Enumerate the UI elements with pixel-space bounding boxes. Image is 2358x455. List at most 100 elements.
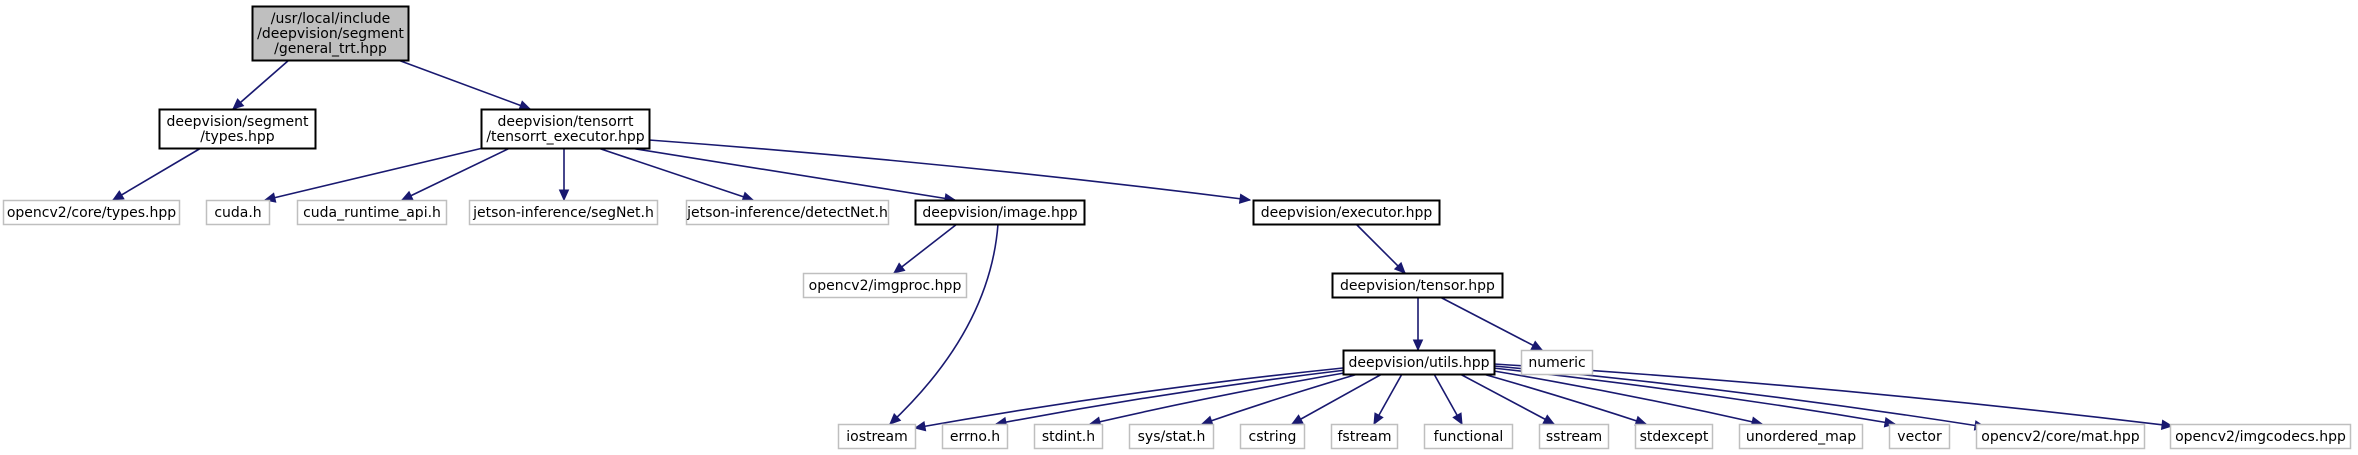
node-executor-hpp[interactable]: deepvision/executor.hpp <box>1252 199 1441 226</box>
node-box <box>158 108 317 150</box>
node-box <box>1888 423 1951 450</box>
edge-line <box>1089 371 1351 425</box>
edge-tensorrt_executor-to-cuda_h <box>263 147 484 203</box>
node-imgcodecs: opencv2/imgcodecs.hpp <box>2169 423 2352 450</box>
node-box <box>1330 423 1399 450</box>
arrowhead <box>1373 412 1384 426</box>
edge-line <box>1475 371 1647 425</box>
arrowhead <box>1452 412 1463 426</box>
node-label-line: /tensorrt_executor.hpp <box>486 129 644 145</box>
node-label-line: stdexcept <box>1640 429 1709 445</box>
arrowhead <box>1238 193 1252 204</box>
edge-tensor_hpp-to-utils_hpp <box>1412 297 1424 352</box>
edge-line <box>397 59 531 110</box>
node-image-hpp[interactable]: deepvision/image.hpp <box>914 199 1086 226</box>
edge-line <box>893 223 958 274</box>
node-vector: vector <box>1888 423 1951 450</box>
arrowhead <box>1542 414 1556 425</box>
node-opencv-core-types: opencv2/core/types.hpp <box>2 199 181 226</box>
node-box <box>1239 423 1306 450</box>
edge-line <box>232 59 290 110</box>
edge-segment_types-to-opencv_core_types <box>111 147 202 201</box>
node-detectnet: jetson-inference/detectNet.h <box>685 199 890 226</box>
arrowhead <box>1393 261 1406 274</box>
node-cuda-runtime-api: cuda_runtime_api.h <box>296 199 448 226</box>
node-box <box>480 108 651 150</box>
edge-utils_hpp-to-errno_h <box>994 369 1347 428</box>
node-box <box>1331 272 1504 299</box>
node-box <box>1738 423 1864 450</box>
node-iostream: iostream <box>837 423 917 450</box>
arrowhead <box>1290 414 1304 425</box>
node-label-line: cstring <box>1249 429 1297 445</box>
edge-utils_hpp-to-imgcodecs <box>1493 363 2174 430</box>
node-utils-hpp[interactable]: deepvision/utils.hpp <box>1342 349 1496 376</box>
arrowhead <box>913 420 927 432</box>
node-label-line: deepvision/image.hpp <box>922 205 1077 221</box>
node-box <box>837 423 917 450</box>
edge-line <box>1492 367 1896 425</box>
node-box <box>1538 423 1610 450</box>
node-label-line: vector <box>1897 429 1942 445</box>
node-label-line: fstream <box>1338 429 1392 445</box>
node-label-line: deepvision/utils.hpp <box>1348 355 1489 371</box>
edge-line <box>629 147 956 201</box>
edge-general_trt-to-segment_types <box>232 59 290 110</box>
edge-line <box>914 367 1344 429</box>
node-tensorrt-executor[interactable]: deepvision/tensorrt/tensorrt_executor.hp… <box>480 108 651 150</box>
arrowhead <box>889 412 902 425</box>
node-box <box>1128 423 1215 450</box>
edge-line <box>995 369 1347 425</box>
node-numeric: numeric <box>1520 349 1594 376</box>
arrowhead <box>111 190 125 201</box>
node-box <box>914 199 1086 226</box>
edge-utils_hpp-to-iostream <box>913 367 1344 432</box>
node-label-line: jetson-inference/detectNet.h <box>686 205 888 221</box>
node-label-line: opencv2/core/types.hpp <box>7 205 176 221</box>
node-label-line: cuda.h <box>214 205 261 221</box>
node-segment-types[interactable]: deepvision/segment/types.hpp <box>158 108 317 150</box>
node-stdint-h: stdint.h <box>1033 423 1104 450</box>
node-box <box>941 423 1009 450</box>
node-label-line: deepvision/executor.hpp <box>1261 205 1433 221</box>
node-label-line: numeric <box>1528 355 1585 371</box>
node-box <box>1634 423 1714 450</box>
node-label-line: deepvision/tensor.hpp <box>1340 278 1495 294</box>
node-cstring: cstring <box>1239 423 1306 450</box>
node-box <box>251 5 410 62</box>
nodes-layer: /usr/local/include/deepvision/segment/ge… <box>2 5 2352 450</box>
arrowhead <box>518 100 532 111</box>
edge-utils_hpp-to-cstring <box>1290 373 1383 425</box>
node-label-line: opencv2/imgcodecs.hpp <box>2175 429 2346 445</box>
node-fstream: fstream <box>1330 423 1399 450</box>
node-stdexcept: stdexcept <box>1634 423 1714 450</box>
node-imgproc: opencv2/imgproc.hpp <box>802 272 968 299</box>
edge-line <box>1493 363 2173 427</box>
node-general-trt[interactable]: /usr/local/include/deepvision/segment/ge… <box>251 5 410 62</box>
node-label-line: deepvision/segment <box>167 114 309 130</box>
node-label-line: /general_trt.hpp <box>274 41 387 57</box>
edge-tensor_hpp-to-numeric <box>1439 296 1544 351</box>
node-box <box>1033 423 1104 450</box>
node-label-line: cuda_runtime_api.h <box>303 205 441 221</box>
node-label-line: stdint.h <box>1042 429 1095 445</box>
edge-line <box>597 147 754 201</box>
node-box <box>2169 423 2352 450</box>
node-box <box>1520 349 1594 376</box>
node-box <box>1342 349 1496 376</box>
edge-line <box>112 147 202 201</box>
node-box <box>1975 423 2146 450</box>
node-label-line: functional <box>1434 429 1504 445</box>
edge-utils_hpp-to-vector <box>1492 367 1897 428</box>
edge-utils_hpp-to-stdexcept <box>1475 371 1648 426</box>
edge-tensorrt_executor-to-cuda_runtime_api <box>400 147 511 201</box>
node-label-line: sys/stat.h <box>1138 429 1206 445</box>
node-tensor-hpp[interactable]: deepvision/tensor.hpp <box>1331 272 1504 299</box>
edge-line <box>1487 369 1763 425</box>
edge-image_hpp-to-iostream <box>889 223 999 425</box>
edge-line <box>889 223 999 425</box>
node-box <box>1423 423 1514 450</box>
node-label-line: errno.h <box>950 429 1000 445</box>
edge-utils_hpp-to-fstream <box>1373 373 1403 426</box>
